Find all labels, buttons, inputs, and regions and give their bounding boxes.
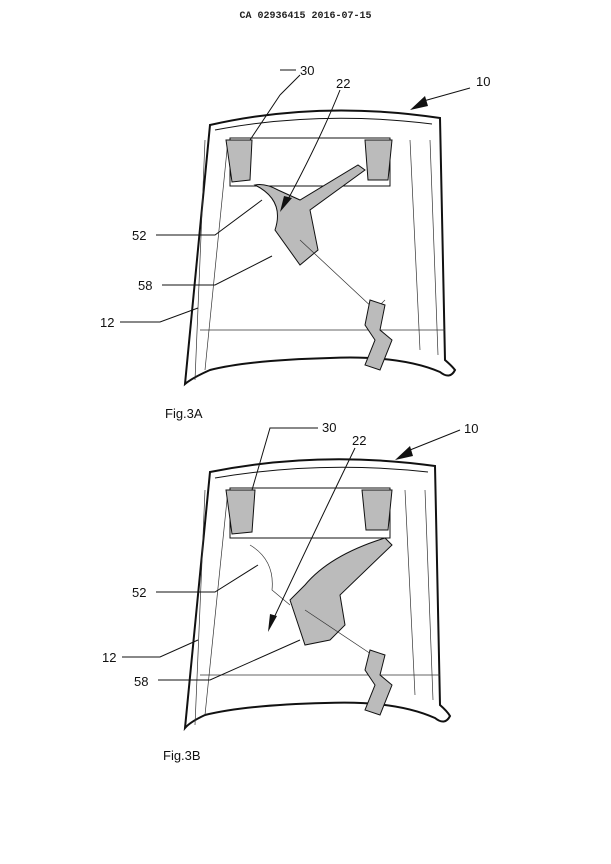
spout-part <box>253 164 366 266</box>
label-12: 12 <box>100 315 114 330</box>
label-52: 52 <box>132 228 146 243</box>
container-body <box>183 109 457 387</box>
container-body <box>183 458 452 732</box>
label-58: 58 <box>134 674 148 689</box>
valve-part <box>364 299 393 371</box>
seal-right <box>361 489 393 531</box>
seal-left <box>225 139 253 183</box>
label-58: 58 <box>138 278 152 293</box>
label-22: 22 <box>336 76 350 91</box>
label-10: 10 <box>464 421 478 436</box>
figure-caption: Fig.3B <box>163 748 201 763</box>
label-30: 30 <box>322 420 336 435</box>
valve-part <box>364 649 393 716</box>
figure-caption: Fig.3A <box>165 406 203 421</box>
label-30: 30 <box>300 63 314 78</box>
label-10: 10 <box>476 74 490 89</box>
label-12: 12 <box>102 650 116 665</box>
label-22: 22 <box>352 433 366 448</box>
document-header: CA 02936415 2016-07-15 <box>239 11 372 22</box>
seal-left <box>225 489 256 535</box>
seal-right <box>364 139 393 181</box>
figure-3b: 30 22 10 52 58 12 Fig.3B <box>102 420 478 763</box>
figure-3a: 30 22 10 52 58 12 Fig.3A <box>100 63 490 421</box>
spout-part <box>289 537 393 646</box>
label-52: 52 <box>132 585 146 600</box>
